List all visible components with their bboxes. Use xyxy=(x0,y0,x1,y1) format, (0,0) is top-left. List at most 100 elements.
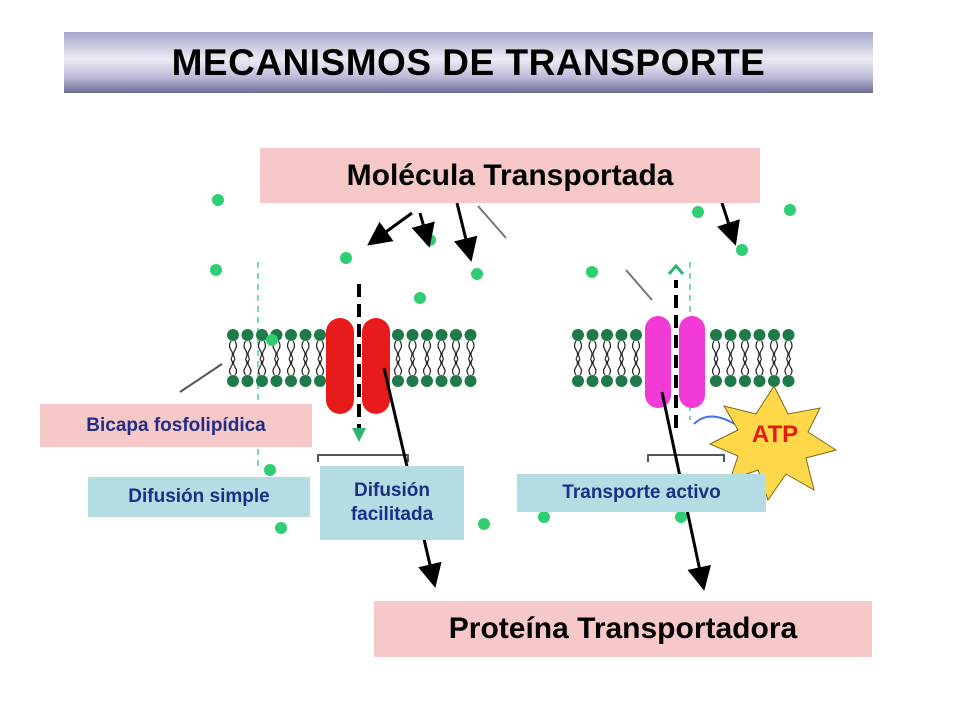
lipid-head xyxy=(227,375,239,387)
lipid-head xyxy=(710,375,722,387)
molecule-arrow xyxy=(454,202,478,262)
lipid-tails xyxy=(602,340,612,376)
lipid-head xyxy=(435,329,448,341)
lipid-head xyxy=(299,375,312,387)
lipid-tails xyxy=(588,340,597,376)
atp-label: ATP xyxy=(751,421,799,448)
lipid-tails xyxy=(617,340,626,376)
sketch-line xyxy=(477,205,507,239)
lipid-head xyxy=(464,375,477,387)
molecule-dot xyxy=(275,522,287,534)
facilitated-diffusion-line1: Difusión xyxy=(354,480,430,501)
channel-protein xyxy=(326,318,390,414)
lipid-tails xyxy=(573,340,583,376)
lipid-tails xyxy=(451,340,461,376)
lipid-head xyxy=(601,375,613,387)
active-transport-arrow xyxy=(667,263,685,428)
lipid-head xyxy=(572,329,584,341)
molecule-dot xyxy=(538,511,550,523)
lipid-head xyxy=(782,329,795,341)
facilitated-diffusion-line2: facilitada xyxy=(350,504,434,525)
lipid-head xyxy=(724,329,737,341)
lipid-head xyxy=(314,329,326,341)
molecule-dot xyxy=(210,264,222,276)
lipid-head xyxy=(753,375,766,387)
lipid-head xyxy=(710,329,722,341)
lipid-head xyxy=(256,329,268,341)
lipid-head xyxy=(724,375,737,387)
molecule-dot xyxy=(675,511,687,523)
lipid-head xyxy=(421,329,433,341)
lipid-tails xyxy=(286,340,296,376)
lipid-head xyxy=(285,375,297,387)
molecule-dot xyxy=(478,518,490,530)
lipid-head xyxy=(241,375,254,387)
lipid-head xyxy=(241,329,254,341)
lipid-tails xyxy=(740,340,750,376)
lipid-head xyxy=(630,375,642,387)
lipid-tails xyxy=(769,340,779,376)
active-arrowhead xyxy=(667,263,685,275)
lipid-head xyxy=(630,329,642,341)
channel-protein-right xyxy=(362,318,390,414)
transported-molecule-label: Molécula Transportada xyxy=(260,148,760,203)
facilitated-bracket xyxy=(317,454,409,462)
simple-diffusion-label: Difusión simple xyxy=(88,477,310,517)
lipid-head xyxy=(753,329,766,341)
molecule-dot xyxy=(471,268,483,280)
lipid-tails xyxy=(301,340,310,376)
lipid-tails xyxy=(466,340,475,376)
lipid-tails xyxy=(726,340,735,376)
lipid-tails xyxy=(711,340,721,376)
lipid-head xyxy=(299,329,312,341)
facilitated-transport-arrow xyxy=(352,284,366,442)
pump-protein-left xyxy=(645,316,671,408)
lipid-head xyxy=(586,375,599,387)
lipid-head xyxy=(464,329,477,341)
molecule-dot xyxy=(212,194,224,206)
lipid-tails xyxy=(437,340,446,376)
molecule-dot xyxy=(784,204,796,216)
lipid-head xyxy=(601,329,613,341)
molecule-dot xyxy=(692,206,704,218)
sketch-line xyxy=(625,269,653,301)
transported-molecules xyxy=(210,194,796,534)
phospholipid-bilayers xyxy=(227,329,795,387)
atp-starburst-icon xyxy=(708,384,838,502)
lipid-tails xyxy=(393,340,403,376)
lipid-head xyxy=(270,375,283,387)
lipid-head xyxy=(782,375,795,387)
lipid-head xyxy=(314,375,326,387)
lipid-tails xyxy=(755,340,764,376)
molecule-dot xyxy=(264,464,276,476)
phospholipid-bilayer-label: Bicapa fosfolipídica xyxy=(40,404,312,447)
lipid-tails xyxy=(228,340,238,376)
lipid-tails xyxy=(257,340,267,376)
lipid-head xyxy=(421,375,433,387)
transport-protein-label: Proteína Transportadora xyxy=(374,601,872,657)
lipid-head xyxy=(572,375,584,387)
lipid-head xyxy=(615,375,628,387)
lipid-head xyxy=(285,329,297,341)
lipid-tails xyxy=(784,340,793,376)
facilitated-diffusion-label: Difusión facilitada xyxy=(320,466,464,540)
lipid-head xyxy=(450,375,462,387)
molecule-arrow xyxy=(367,211,413,246)
molecule-dot xyxy=(340,252,352,264)
lipid-head xyxy=(615,329,628,341)
lipid-head xyxy=(406,375,419,387)
molecule-dot xyxy=(414,292,426,304)
lipid-head xyxy=(739,329,751,341)
pump-protein xyxy=(645,316,705,408)
lipid-tails xyxy=(243,340,252,376)
lipid-head xyxy=(256,375,268,387)
active-bracket xyxy=(647,454,725,462)
atp-energy-curve xyxy=(693,415,739,427)
lipid-head xyxy=(768,375,780,387)
lipid-tails xyxy=(408,340,417,376)
lipid-head xyxy=(586,329,599,341)
channel-protein-left xyxy=(326,318,354,414)
lipid-head xyxy=(739,375,751,387)
lipid-head xyxy=(435,375,448,387)
